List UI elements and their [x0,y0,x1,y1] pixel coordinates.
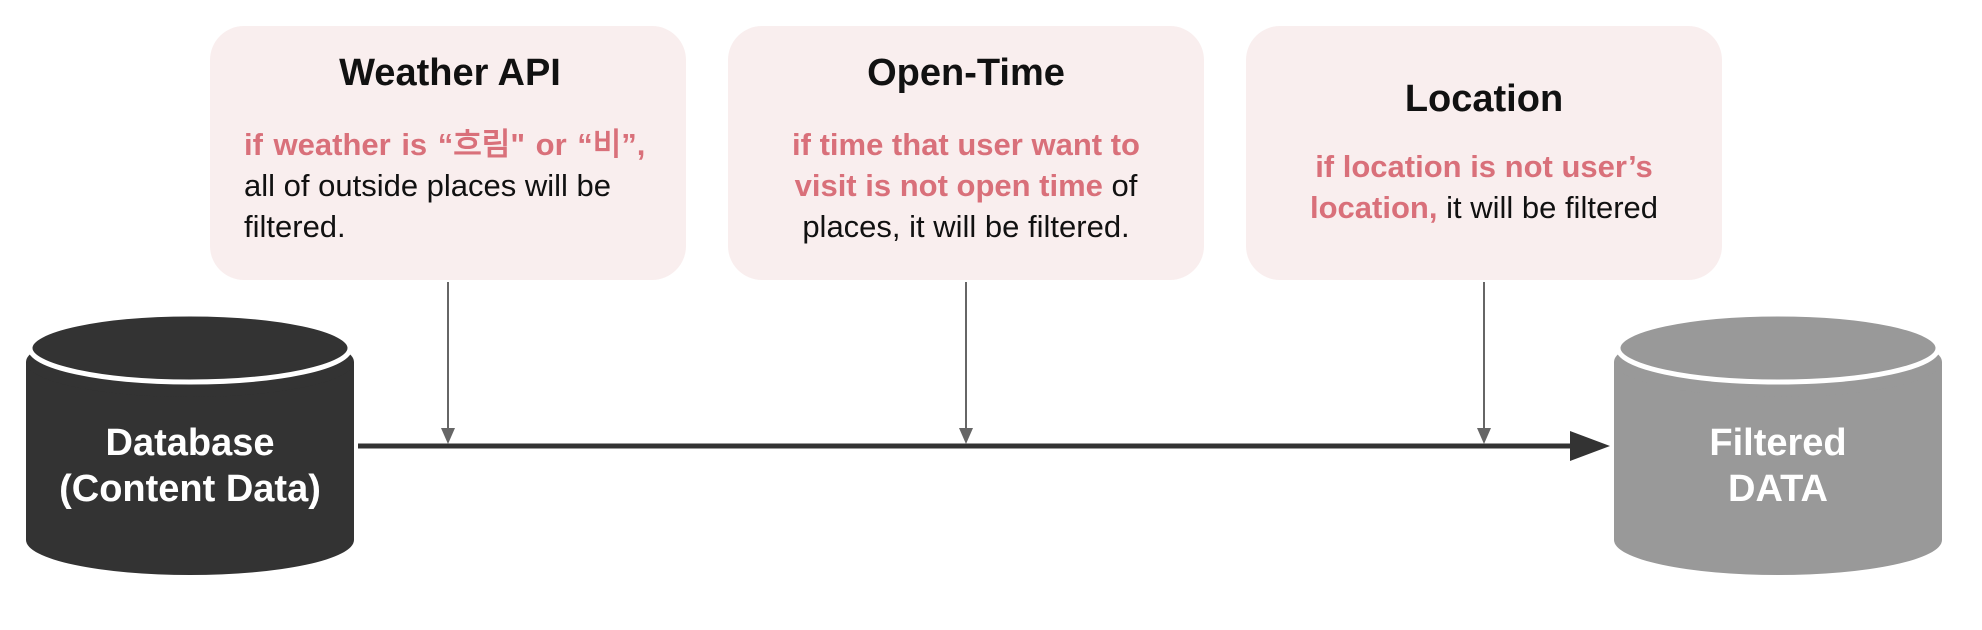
filter-result: it will be filtered [1446,190,1658,225]
filtered-data-cylinder [1614,311,1942,575]
source-label-line1: Database [105,422,275,464]
filter-condition: if time that user want to visit is not o… [792,127,1140,203]
source-database-cylinder [26,311,354,575]
connector-weather [441,282,455,444]
filter-description: if location is not user’s location, it w… [1276,146,1692,228]
target-label-line1: Filtered [1709,422,1847,464]
filter-result: all of outside places will be filtered. [244,168,612,244]
filter-title: Open-Time [867,52,1065,94]
connector-location [1477,282,1491,444]
filter-condition: if location is not user’s location, [1310,149,1653,225]
source-label-line2: (Content Data) [59,468,321,510]
connector-open-time [959,282,973,444]
filter-card-location: Location if location is not user’s locat… [1246,26,1722,280]
target-label-line2: DATA [1728,468,1828,510]
filter-description: if time that user want to visit is not o… [758,124,1174,247]
filtered-data-label: Filtered DATA [1614,420,1942,512]
filter-result: of places, it will be filtered. [802,168,1138,244]
filter-condition: if weather is “흐림" or “비”, [244,127,646,162]
filter-title: Weather API [339,52,561,94]
main-flow-arrow [358,431,1610,461]
filter-description: if weather is “흐림" or “비”, all of outsid… [244,124,656,247]
source-database-label: Database (Content Data) [26,420,354,512]
filter-card-open-time: Open-Time if time that user want to visi… [728,26,1204,280]
filter-card-weather: Weather API if weather is “흐림" or “비”, a… [210,26,686,280]
filter-title: Location [1404,78,1564,120]
